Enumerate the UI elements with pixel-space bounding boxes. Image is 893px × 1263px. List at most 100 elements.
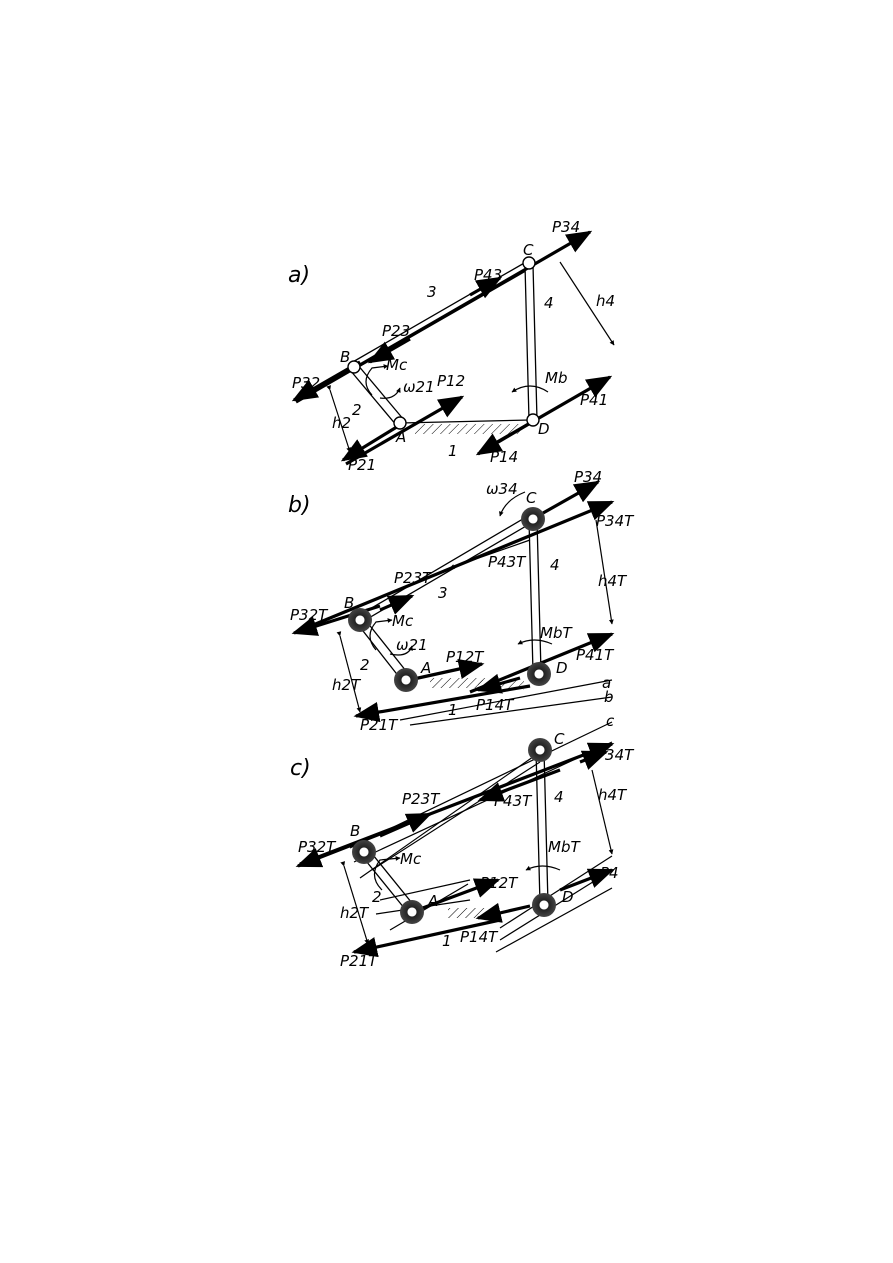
ground-hatch — [448, 908, 488, 918]
label-joint-c: C — [526, 489, 537, 507]
label-p34t: P34T — [596, 512, 635, 530]
fan-line-3 — [359, 751, 541, 879]
joint-c — [521, 507, 545, 531]
joint-a — [400, 900, 424, 924]
label-joint-a: A — [427, 892, 438, 910]
label-joint-c: C — [554, 730, 565, 748]
label-p21t: P21T — [360, 716, 399, 734]
joint-d — [526, 413, 540, 427]
joint-c — [522, 256, 536, 270]
panel-a: a) B C A D 1 2 — [288, 218, 615, 474]
label-link-2: 2 — [352, 401, 362, 419]
label-link-4: 4 — [550, 556, 560, 574]
moment-mc-arrow — [365, 364, 389, 396]
label-joint-d: D — [556, 659, 568, 677]
distance-h4t — [595, 519, 614, 625]
ground-hatch — [415, 424, 525, 434]
label-link-3: 3 — [438, 584, 448, 602]
force-line-p32-p34 — [295, 230, 593, 404]
label-link-2: 2 — [360, 656, 370, 674]
force-p43t — [477, 768, 561, 802]
force-p21t — [353, 684, 531, 723]
fan-line-4 — [371, 761, 541, 871]
label-p12: P12 — [437, 372, 465, 390]
label-p43t: P43T — [494, 792, 533, 810]
force-p23 — [367, 337, 411, 364]
label-link-4: 4 — [544, 294, 554, 312]
label-p14t: P14T — [460, 928, 499, 946]
label-p23: P23 — [382, 322, 410, 340]
force-p14t — [475, 673, 521, 694]
joint-d — [532, 893, 556, 917]
fan-line-d3 — [499, 855, 613, 929]
panel-b: b) B C A D 1 2 — [288, 468, 635, 734]
label-p34t: P34T — [596, 746, 635, 764]
label-link-1: 1 — [448, 442, 458, 460]
label-h2t: h2T — [332, 676, 362, 694]
joint-a — [393, 416, 407, 430]
label-p32t: P32T — [298, 838, 337, 856]
label-p32: P32 — [292, 374, 320, 392]
joint-c — [528, 738, 552, 762]
force-p43 — [469, 276, 503, 299]
label-p12t: P12T — [446, 648, 485, 666]
label-p14: P14 — [490, 448, 518, 466]
label-p34: P34 — [574, 468, 602, 486]
label-joint-d: D — [538, 420, 550, 438]
force-p14t — [475, 902, 531, 923]
label-link-1: 1 — [448, 701, 458, 719]
label-p23t: P23T — [394, 569, 433, 587]
label-h4t: h4T — [598, 786, 628, 804]
label-omega34: ω34 — [486, 480, 518, 498]
label-p12t: P12T — [480, 874, 519, 892]
moment-mbt-arrow — [517, 639, 553, 645]
label-joint-a: A — [395, 428, 406, 446]
label-mc: Mc — [392, 612, 414, 630]
distance-h2t — [340, 861, 370, 945]
joint-d — [527, 662, 551, 686]
label-omega21: ω21 — [403, 378, 435, 396]
label-h4: h4 — [596, 292, 615, 310]
label-joint-a: A — [420, 659, 431, 677]
force-p21 — [340, 423, 401, 462]
moment-mc-arrow — [373, 856, 401, 891]
label-line-a: a — [602, 674, 611, 692]
omega21-arrow — [389, 645, 413, 656]
label-line-b: b — [604, 688, 614, 706]
label-mb: Mb — [545, 369, 567, 387]
label-joint-d: D — [562, 888, 574, 906]
label-p34: P34 — [552, 218, 580, 236]
force-p23t — [379, 812, 433, 838]
ground-line — [399, 419, 531, 424]
label-h2: h2 — [332, 414, 351, 432]
label-joint-b: B — [344, 594, 354, 612]
joint-b — [352, 840, 376, 864]
link-4 — [528, 519, 542, 673]
label-p21: P21 — [348, 456, 376, 474]
force-p32t — [295, 832, 381, 868]
joint-b — [348, 608, 372, 632]
label-link-1: 1 — [442, 932, 452, 950]
panel-c: c) B C — [290, 712, 635, 970]
ground-hatch-a — [430, 678, 490, 688]
distance-h4 — [559, 261, 615, 346]
label-link-3: 3 — [427, 283, 437, 301]
moment-mb-arrow — [511, 385, 549, 393]
label-mc: Mc — [400, 850, 422, 868]
line-b — [409, 696, 613, 726]
label-joint-c: C — [523, 241, 534, 259]
force-p14 — [475, 420, 533, 456]
label-p41: P41 — [580, 391, 608, 409]
label-link-4: 4 — [554, 788, 564, 806]
panel-a-label: a) — [288, 263, 310, 288]
moment-mbt-arrow — [525, 865, 561, 871]
omega21-arrow — [379, 387, 401, 399]
label-omega21: ω21 — [396, 636, 428, 654]
link-4 — [524, 264, 538, 421]
label-mbt: MbT — [540, 624, 573, 642]
label-p32t: P32T — [290, 606, 329, 624]
force-p12t — [411, 878, 501, 914]
label-mbt: MbT — [548, 838, 581, 856]
label-p41t: P41T — [576, 646, 615, 664]
fan-line-a1 — [379, 879, 471, 901]
